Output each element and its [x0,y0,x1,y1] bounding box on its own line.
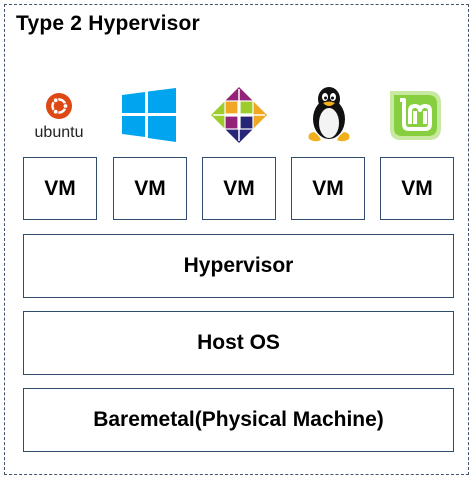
host-os-layer: Host OS [23,311,454,375]
centos-logo [208,84,270,146]
hypervisor-layer: Hypervisor [23,234,454,298]
vm-box: VM [202,157,276,220]
windows-logo [118,84,180,146]
mint-icon [390,91,441,140]
vm-box: VM [113,157,187,220]
linux-tux-logo [298,84,360,146]
windows-icon [122,88,176,142]
baremetal-layer: Baremetal(Physical Machine) [23,388,454,452]
ubuntu-logo: ubuntu [28,84,90,146]
ubuntu-icon [46,93,72,119]
ubuntu-label: ubuntu [34,124,84,141]
vm-box: VM [291,157,365,220]
vm-box: VM [23,157,97,220]
diagram-title: Type 2 Hypervisor [16,12,200,35]
linux-mint-logo [384,84,446,146]
diagram-frame [4,4,469,475]
vm-box: VM [380,157,454,220]
centos-icon [211,87,267,143]
tux-icon [308,87,350,142]
